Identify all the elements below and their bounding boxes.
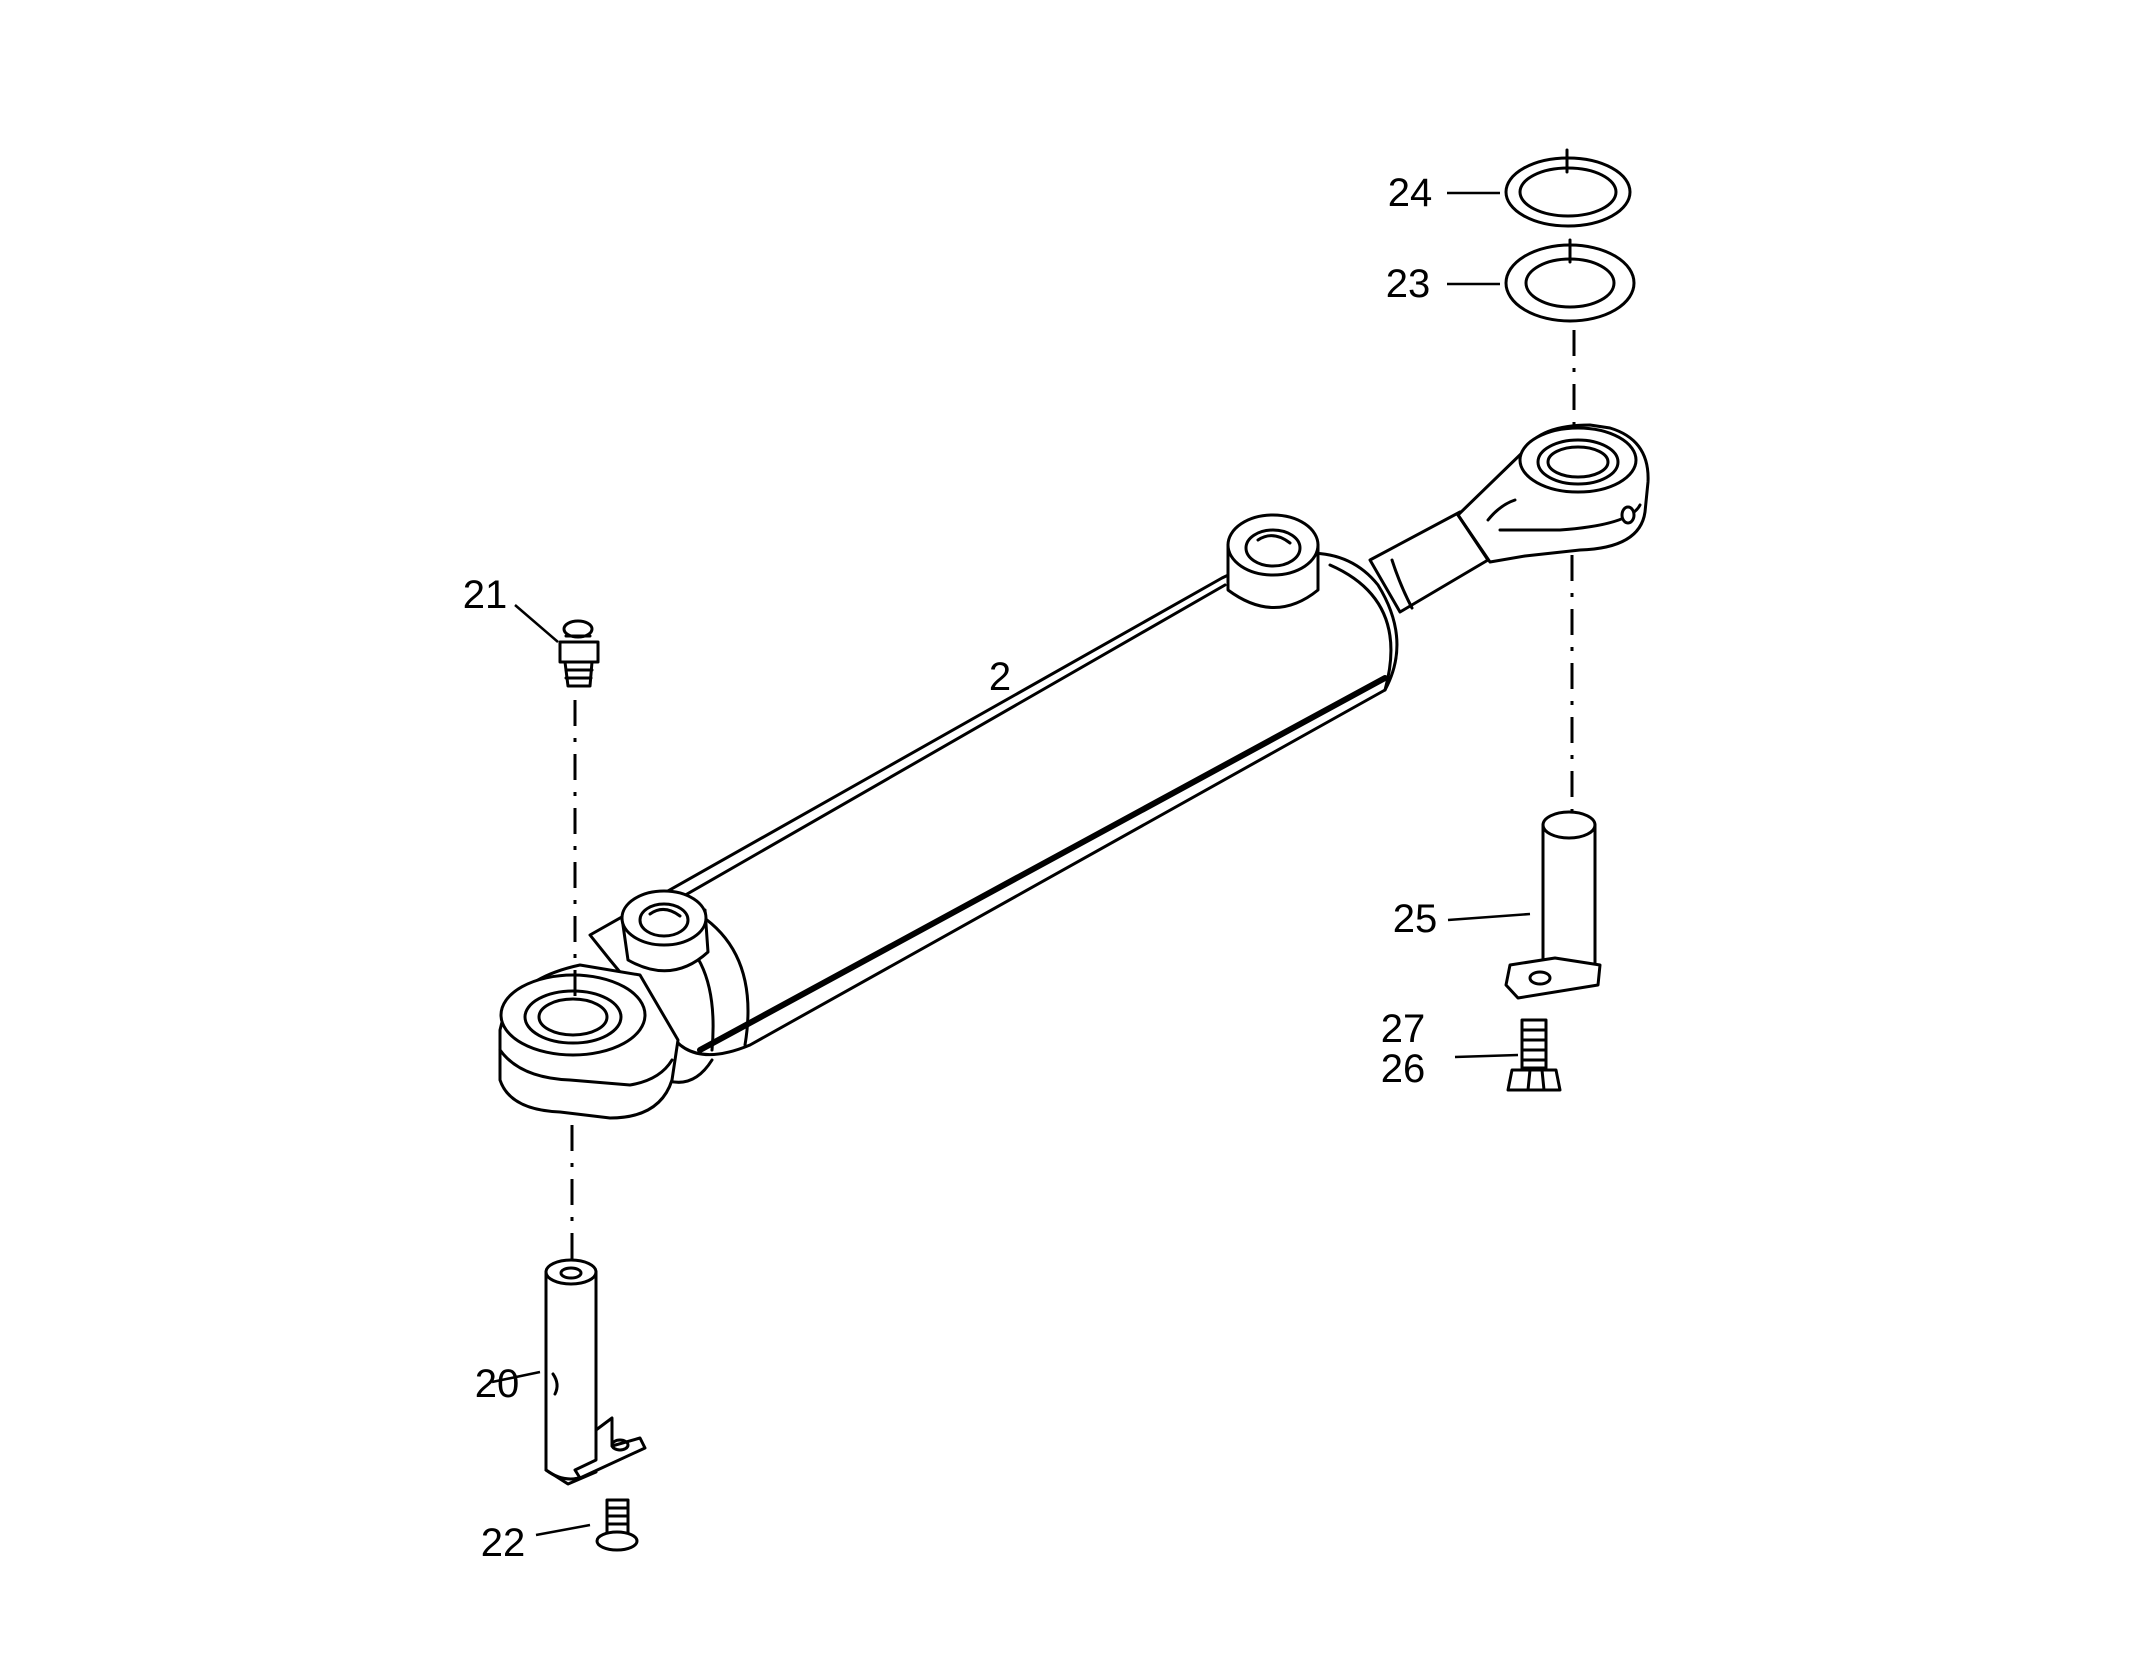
right-port-boss (1226, 513, 1320, 609)
callout-labels: 2 20 21 22 23 24 25 26 27 (463, 171, 1438, 1565)
screw-part-22 (595, 1498, 639, 1552)
cylinder-barrel (588, 551, 1399, 1084)
callout-20: 20 (475, 1362, 520, 1406)
callout-27: 27 (1381, 1007, 1426, 1051)
rod-eye (1456, 423, 1650, 564)
bolt-part-26-27 (1506, 1018, 1562, 1092)
center-lines (570, 330, 1576, 1265)
pin-part-25 (1504, 810, 1602, 1000)
pin-part-20 (544, 1258, 647, 1486)
callout-21: 21 (463, 573, 508, 617)
callout-2: 2 (989, 655, 1011, 699)
leader-lines (491, 191, 1531, 1537)
callout-26: 26 (1381, 1047, 1426, 1091)
callout-22: 22 (481, 1521, 526, 1565)
base-eye (498, 963, 680, 1120)
ring-part-24 (1504, 148, 1632, 228)
left-port-boss (620, 889, 710, 973)
callout-25: 25 (1393, 897, 1438, 941)
ring-part-23 (1504, 238, 1636, 323)
callout-23: 23 (1386, 262, 1431, 306)
callout-24: 24 (1388, 171, 1433, 215)
grease-nipple-part-21 (558, 619, 600, 688)
